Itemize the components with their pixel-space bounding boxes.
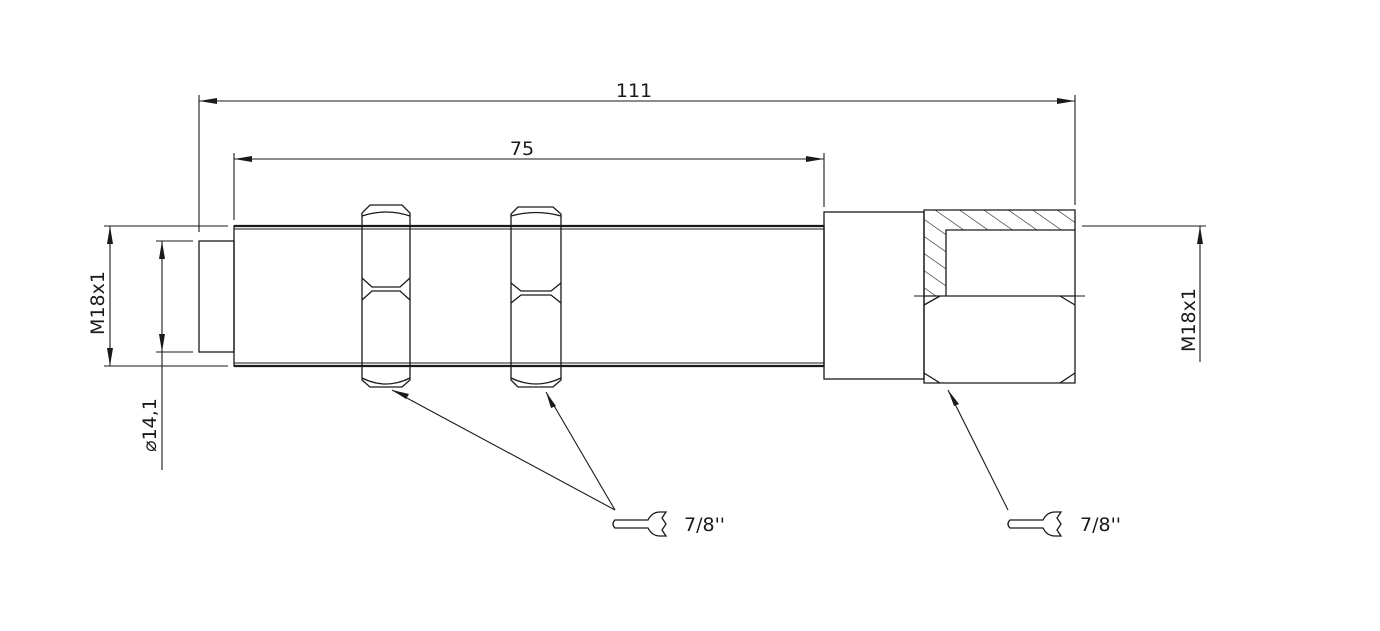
- dimension-left-thread: M18x1: [87, 225, 228, 367]
- dimension-total-length: 111: [198, 80, 1076, 232]
- leader-nuts: [391, 389, 616, 511]
- wrench-icon: [1007, 511, 1063, 537]
- dimension-label-left-thread: M18x1: [87, 271, 109, 335]
- sensor-body: [198, 209, 1085, 384]
- hex-nut-2: [510, 206, 562, 388]
- dimension-label-thread: 75: [510, 138, 534, 160]
- body-collar: [823, 211, 925, 380]
- dimension-label-total: 111: [616, 80, 652, 102]
- threaded-barrel: [233, 225, 825, 367]
- dimension-right-thread: M18x1: [1082, 225, 1206, 362]
- dimension-end-diameter: ⌀14,1: [139, 240, 193, 470]
- dimension-label-right-thread: M18x1: [1178, 288, 1200, 352]
- sensor-tip: [198, 240, 235, 353]
- wrench-icon: [612, 511, 668, 537]
- dimension-thread-length: 75: [233, 138, 825, 220]
- dimension-label-diameter: ⌀14,1: [139, 398, 161, 452]
- leader-connector: [947, 389, 1009, 511]
- hex-nut-1: [361, 204, 411, 388]
- wrench-label-nuts: 7/8'': [684, 514, 725, 536]
- wrench-label-connector: 7/8'': [1080, 514, 1121, 536]
- connector-housing: [914, 209, 1085, 384]
